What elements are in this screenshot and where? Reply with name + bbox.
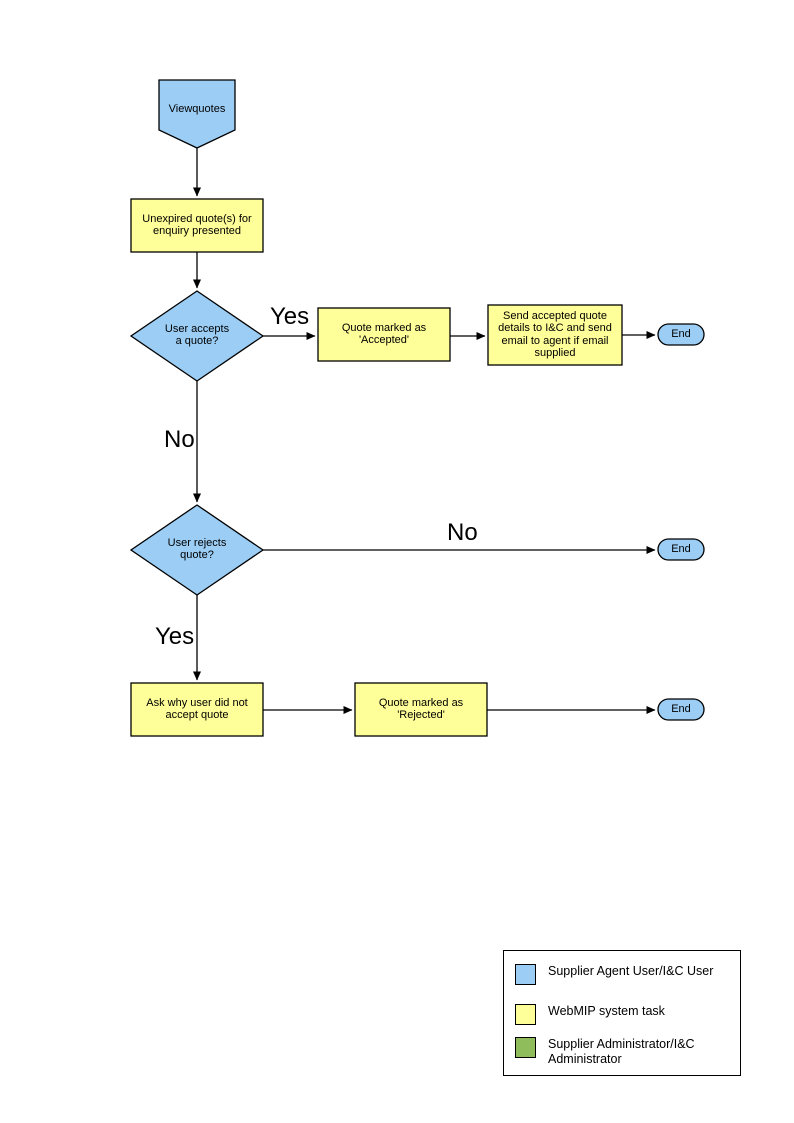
node-ask-why-user-did-not-accept[interactable] <box>130 682 264 737</box>
legend-label-supplier-agent: Supplier Agent User/I&C User <box>548 964 714 978</box>
legend-label-webmip-system: WebMIP system task <box>548 1004 665 1018</box>
node-quote-marked-rejected[interactable] <box>354 682 488 737</box>
branch-label-yes-rejects: Yes <box>155 623 195 650</box>
node-end-terminator-2[interactable] <box>657 538 705 561</box>
node-start-viewquotes[interactable] <box>158 79 236 149</box>
branch-label-no-rejects: No <box>447 519 478 546</box>
node-end-terminator-1[interactable] <box>657 323 705 346</box>
node-end-terminator-3[interactable] <box>657 698 705 721</box>
branch-label-no-accepts: No <box>164 426 195 453</box>
legend-item-supplier-administrator: Supplier Administrator/I&C Administrator <box>515 1037 695 1067</box>
node-unexpired-quotes[interactable] <box>130 198 264 253</box>
legend-panel: Supplier Agent User/I&C User WebMIP syst… <box>503 950 741 1076</box>
legend-swatch-yellow-icon <box>515 1004 536 1025</box>
legend-label-supplier-administrator: Supplier Administrator/I&C Administrator <box>548 1037 695 1066</box>
legend-item-supplier-agent: Supplier Agent User/I&C User <box>515 964 713 985</box>
legend-swatch-blue-icon <box>515 964 536 985</box>
node-decision-user-accepts[interactable] <box>129 290 265 382</box>
branch-label-yes-accepts: Yes <box>270 303 310 330</box>
node-quote-marked-accepted[interactable] <box>317 307 451 362</box>
legend-item-webmip-system: WebMIP system task <box>515 1004 665 1025</box>
legend-swatch-green-icon <box>515 1037 536 1058</box>
node-send-accepted-quote-details[interactable] <box>487 304 623 366</box>
node-decision-user-rejects[interactable] <box>129 504 265 596</box>
